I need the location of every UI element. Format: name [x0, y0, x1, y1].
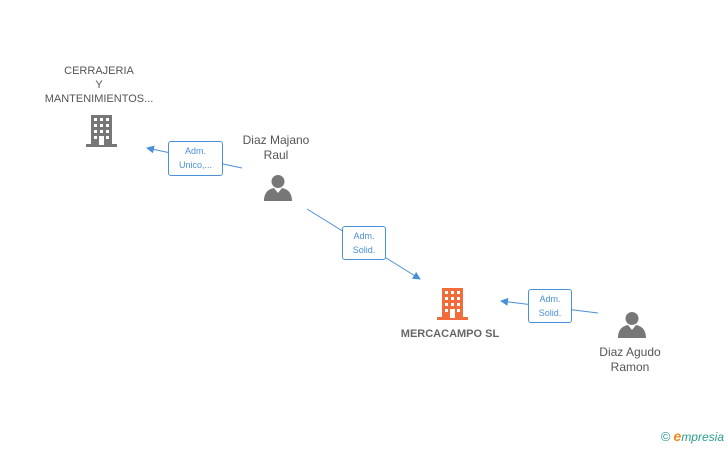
company-label-mercacampo[interactable]: MERCACAMPO SL [390, 327, 510, 341]
copyright-icon: © [660, 429, 671, 444]
label-line: MANTENIMIENTOS... [44, 93, 154, 105]
building-icon[interactable] [86, 115, 117, 147]
relation-line: Adm. [184, 146, 206, 156]
person-icon[interactable] [264, 175, 292, 201]
person-label-diaz-majano[interactable]: Diaz Majano Raul [226, 133, 326, 163]
building-icon-main[interactable] [437, 288, 468, 320]
company-label-cerrajeria[interactable]: CERRAJERIA Y MANTENIMIENTOS... [40, 64, 158, 106]
relation-line: Adm. [539, 294, 561, 304]
relation-line: Solid. [538, 308, 562, 318]
label-line: Diaz Majano [242, 133, 310, 147]
person-icon[interactable] [618, 312, 646, 338]
label-line: Raul [263, 148, 289, 162]
label-line: Y [95, 79, 103, 91]
label-line: CERRAJERIA [64, 65, 134, 77]
person-label-diaz-agudo[interactable]: Diaz Agudo Ramon [580, 345, 680, 375]
relation-box[interactable]: Adm. Solid. [528, 289, 572, 323]
relation-line: Solid. [352, 245, 376, 255]
label-line: MERCACAMPO SL [400, 328, 500, 340]
brand-e: e [673, 428, 682, 444]
relation-line: Adm. [353, 231, 375, 241]
brand-logo: ©empresia [661, 428, 724, 444]
label-line: Diaz Agudo [599, 345, 661, 359]
brand-word: mpresia [681, 430, 724, 444]
relation-box[interactable]: Adm. Unico,... [168, 141, 223, 176]
relation-line: Unico,... [178, 160, 212, 170]
label-line: Ramon [610, 360, 650, 374]
relation-box[interactable]: Adm. Solid. [342, 226, 386, 260]
